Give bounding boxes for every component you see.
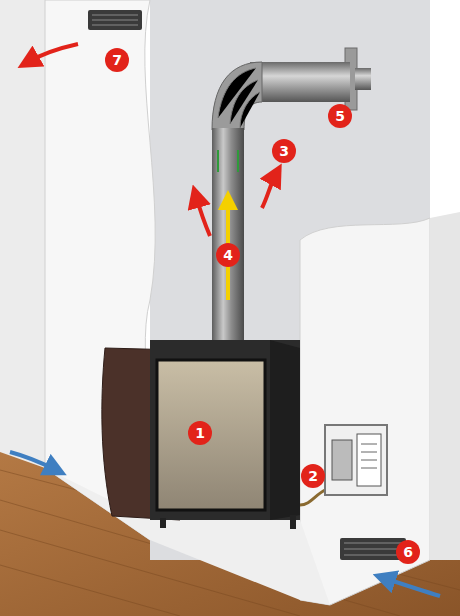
callout-number: 6 bbox=[396, 540, 420, 564]
callout-number: 5 bbox=[328, 104, 352, 128]
callout-number: 4 bbox=[216, 243, 240, 267]
callout-number: 2 bbox=[301, 464, 325, 488]
callout-number: 7 bbox=[105, 48, 129, 72]
callout-number: 1 bbox=[188, 421, 212, 445]
callout-number: 3 bbox=[272, 139, 296, 163]
